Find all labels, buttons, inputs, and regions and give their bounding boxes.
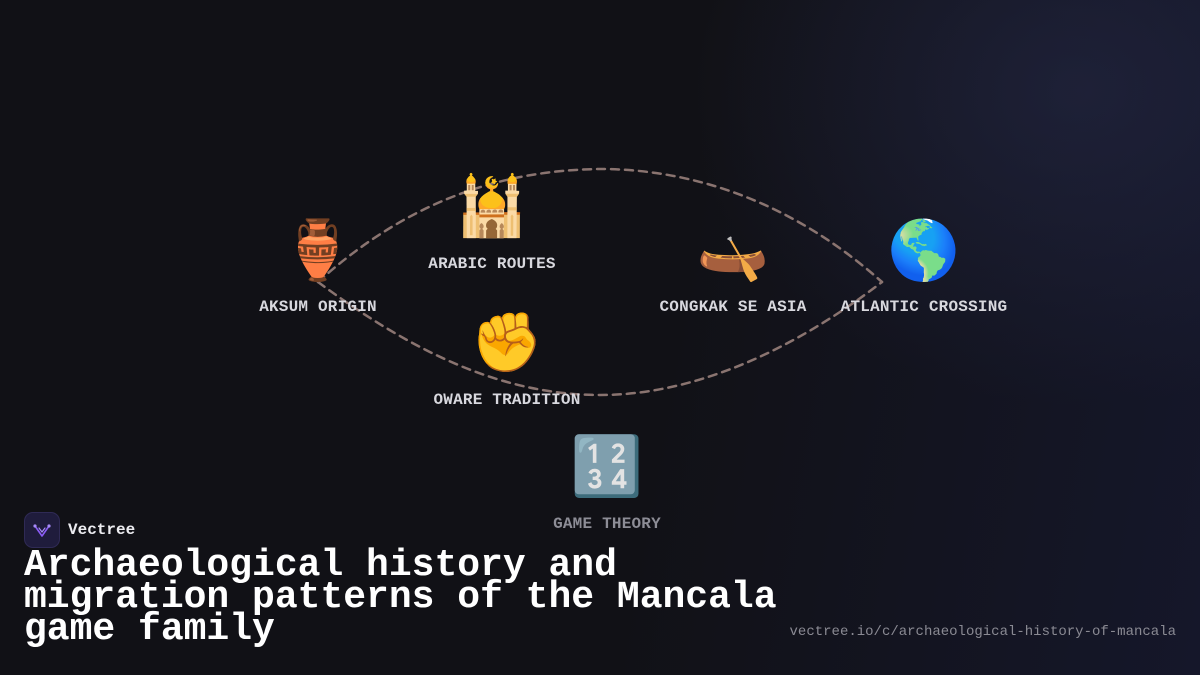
node-oware-tradition[interactable]: ✊ OWARE TRADITION: [417, 306, 597, 409]
raised-fist-icon: ✊: [470, 308, 544, 376]
node-game-theory[interactable]: 🔢 GAME THEORY: [537, 430, 677, 533]
numbers-1234-icon: 🔢: [570, 432, 644, 500]
node-label: OWARE TRADITION: [433, 391, 581, 409]
node-label: ATLANTIC CROSSING: [840, 298, 1008, 316]
node-atlantic-crossing[interactable]: 🌎 ATLANTIC CROSSING: [824, 214, 1024, 316]
mosque-icon: 🕌: [455, 172, 529, 240]
node-congkak-se-asia[interactable]: 🛶 CONGKAK SE ASIA: [643, 214, 823, 316]
page-title: Archaeological history and migration pat…: [24, 544, 777, 651]
page-url[interactable]: vectree.io/c/archaeological-history-of-m…: [789, 624, 1176, 640]
node-label: ARABIC ROUTES: [428, 255, 556, 273]
node-arabic-routes[interactable]: 🕌 ARABIC ROUTES: [412, 170, 572, 273]
brand-name: Vectree: [68, 521, 136, 539]
northern-route-path: [316, 167, 884, 284]
node-aksum-origin[interactable]: 🏺 AKSUM ORIGIN: [248, 214, 388, 316]
southern-route-path: [316, 280, 884, 397]
brand[interactable]: Vectree: [24, 512, 135, 548]
amphora-icon: 🏺: [281, 216, 355, 284]
vectree-logo-icon: [24, 512, 60, 548]
node-label: GAME THEORY: [553, 515, 661, 533]
node-label: AKSUM ORIGIN: [259, 298, 377, 316]
node-label: CONGKAK SE ASIA: [659, 298, 807, 316]
globe-americas-icon: 🌎: [887, 216, 961, 284]
canoe-icon: 🛶: [696, 216, 770, 284]
